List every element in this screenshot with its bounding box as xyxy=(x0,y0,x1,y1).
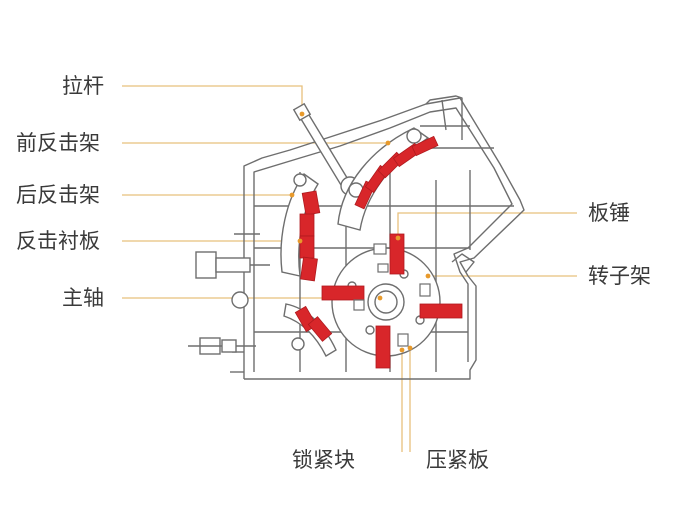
locking-blocks xyxy=(353,243,431,347)
right-lip xyxy=(451,253,475,273)
hammer-left xyxy=(321,285,365,301)
label-hou-fanjijia: 后反击架 xyxy=(16,183,100,207)
label-fanji-chenban: 反击衬板 xyxy=(16,229,100,253)
leader-banchui xyxy=(397,212,577,238)
label-yajinban: 压紧板 xyxy=(426,448,489,472)
housing-inner xyxy=(253,107,513,372)
leader-lines xyxy=(122,85,577,452)
label-banchui: 板锤 xyxy=(588,201,630,225)
label-zhuzhou: 主轴 xyxy=(62,286,104,310)
hammer-bottom xyxy=(375,325,391,369)
housing-outline xyxy=(243,97,525,380)
left-adjusters xyxy=(188,233,270,355)
hammer-top xyxy=(389,233,405,275)
rotor xyxy=(331,247,441,357)
label-qian-fanjijia: 前反击架 xyxy=(16,131,100,155)
label-lagan: 拉杆 xyxy=(62,74,104,98)
top-frame xyxy=(425,95,463,140)
label-dots xyxy=(289,111,431,353)
label-suojinkuai: 锁紧块 xyxy=(292,448,355,472)
leader-lagan xyxy=(122,85,303,112)
top-frame-line xyxy=(441,99,447,131)
label-zhuanzijia: 转子架 xyxy=(588,264,651,288)
impact-liners xyxy=(294,135,439,342)
hammer-right xyxy=(419,303,463,319)
hammers xyxy=(321,233,463,369)
